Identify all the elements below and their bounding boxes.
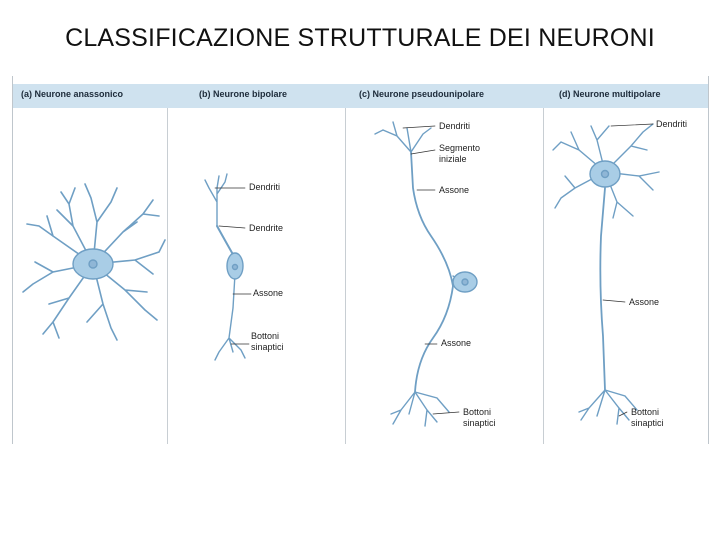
heading-pseudounipolar: (c) Neurone pseudounipolare xyxy=(359,89,485,99)
label-pseudo-axon-top: Assone xyxy=(439,185,470,195)
leader-lines xyxy=(214,123,654,417)
neuron-drawings xyxy=(22,121,660,427)
pseudounipolar-neuron xyxy=(374,121,460,427)
panel-divider xyxy=(167,108,168,444)
panel-divider xyxy=(543,108,544,444)
heading-anaxonic: (a) Neurone anassonico xyxy=(21,89,124,99)
label-pseudo-segment-1: Segmento xyxy=(439,143,481,153)
page-title: CLASSIFICAZIONE STRUTTURALE DEI NEURONI xyxy=(65,24,655,52)
label-bipolar-buttons-1: Bottoni xyxy=(251,331,280,341)
label-bipolar-buttons-2: sinaptici xyxy=(251,342,284,352)
label-multi-buttons-1: Bottoni xyxy=(631,407,660,417)
label-pseudo-segment-2: iniziale xyxy=(439,154,467,164)
label-bipolar-dendrite: Dendrite xyxy=(249,223,284,233)
heading-bipolar: (b) Neurone bipolare xyxy=(199,89,288,99)
label-pseudo-buttons-1: Bottoni xyxy=(463,407,492,417)
label-pseudo-axon-bottom: Assone xyxy=(441,338,472,348)
neuron-figure: (a) Neurone anassonico (b) Neurone bipol… xyxy=(12,76,709,444)
label-multi-buttons-2: sinaptici xyxy=(631,418,664,428)
figure-header-bar xyxy=(13,84,708,108)
label-bipolar-dendrites: Dendriti xyxy=(249,182,281,192)
label-pseudo-buttons-2: sinaptici xyxy=(463,418,496,428)
label-multi-axon: Assone xyxy=(629,297,660,307)
label-multi-dendrites: Dendriti xyxy=(656,119,688,129)
label-bipolar-axon: Assone xyxy=(253,288,284,298)
heading-multipolar: (d) Neurone multipolare xyxy=(559,89,661,99)
label-pseudo-dendrites: Dendriti xyxy=(439,121,471,131)
panel-divider xyxy=(345,108,346,444)
